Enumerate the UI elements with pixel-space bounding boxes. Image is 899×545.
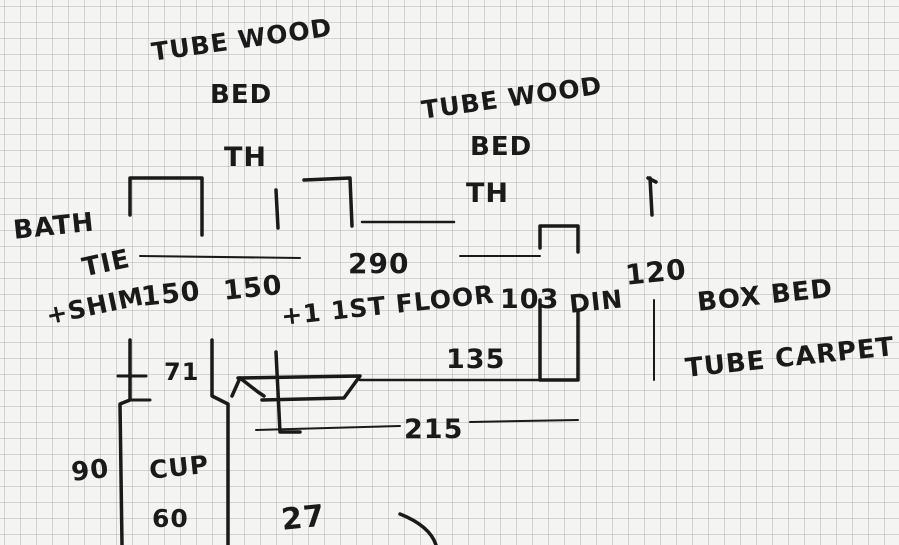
- bed-divider-mark: [274, 188, 280, 230]
- label-cup: CUP: [147, 449, 211, 485]
- label-din: DIN: [567, 284, 625, 319]
- riser: [274, 350, 302, 434]
- label-th-right: TH: [466, 178, 510, 209]
- label-bed-left: BED: [210, 80, 273, 110]
- dim-290: 290: [348, 247, 410, 280]
- dim-120: 120: [623, 252, 689, 292]
- dim-150-left: 150: [139, 275, 203, 313]
- dim-215: 215: [404, 414, 464, 445]
- bed-outline-left: [128, 176, 204, 237]
- wall-left-lower: [118, 338, 132, 545]
- dim-150-right: 150: [221, 269, 285, 307]
- baseline: [139, 255, 301, 259]
- bed-outline-center: [302, 176, 354, 228]
- dim-27: 27: [279, 498, 327, 538]
- dim-135: 135: [446, 344, 506, 375]
- floor-step: [230, 376, 266, 398]
- tick-mark-right: [646, 176, 658, 217]
- label-th-left: TH: [224, 142, 268, 173]
- dim-90: 90: [69, 454, 111, 488]
- label-bed-right: BED: [470, 132, 533, 162]
- floor-plate: [236, 374, 362, 402]
- curve-bottom: [398, 512, 438, 545]
- dim-71: 71: [164, 358, 200, 386]
- bed-outline-right: [538, 224, 580, 254]
- dim-103: 103: [500, 284, 560, 315]
- dim-60: 60: [152, 504, 189, 533]
- wall-left-inner: [210, 338, 230, 545]
- dim-line-215: [255, 419, 579, 431]
